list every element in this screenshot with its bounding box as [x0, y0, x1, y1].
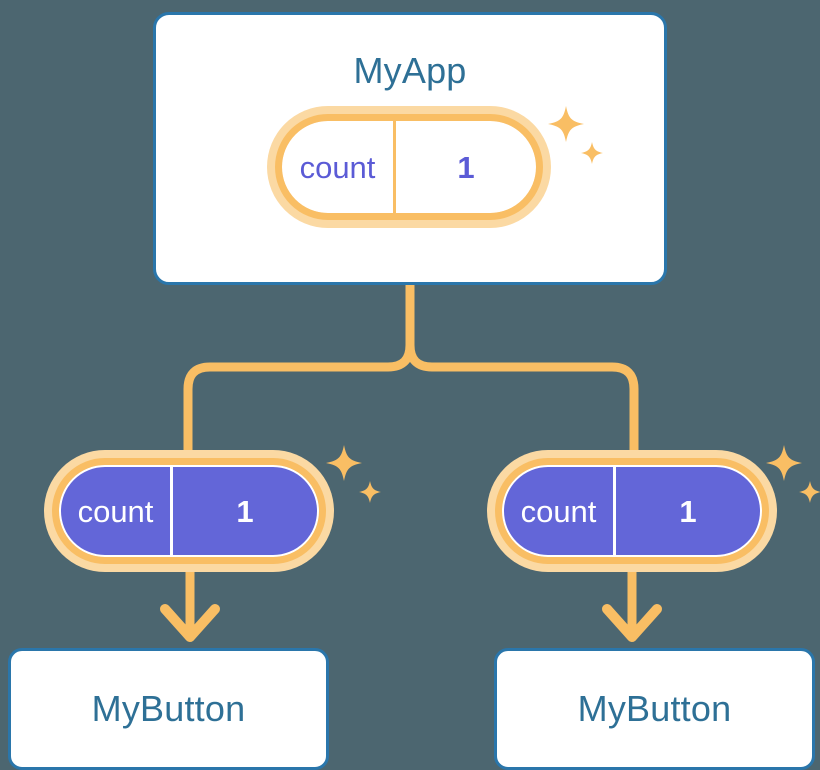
state-pill-ring: count 1	[52, 458, 326, 564]
state-pill-body: count 1	[59, 465, 319, 557]
tree-branch-connector-left	[183, 281, 415, 457]
state-pill-ring: count 1	[495, 458, 769, 564]
state-value-label: 1	[457, 149, 475, 185]
state-pill-ring: count 1	[275, 114, 543, 220]
state-pill-child-right[interactable]: count 1	[487, 450, 777, 572]
state-key-label: count	[61, 467, 173, 555]
component-box-mybutton-right[interactable]: MyButton	[494, 648, 815, 770]
component-box-mybutton-left[interactable]: MyButton	[8, 648, 329, 770]
state-key-label: count	[504, 467, 616, 555]
state-pill-body: count 1	[502, 465, 762, 557]
state-value-label: 1	[236, 493, 254, 529]
component-title-mybutton: MyButton	[91, 688, 246, 729]
state-pill-child-left[interactable]: count 1	[44, 450, 334, 572]
arrow-down-icon-right	[602, 567, 662, 642]
state-pill-body: count 1	[282, 121, 536, 213]
component-title-myapp: MyApp	[353, 50, 467, 91]
tree-branch-connector	[405, 281, 639, 457]
component-title-mybutton: MyButton	[577, 688, 732, 729]
state-pill-myapp[interactable]: count 1	[267, 106, 551, 228]
state-key-label: count	[282, 121, 396, 213]
state-value-label: 1	[679, 493, 697, 529]
arrow-down-icon-left	[160, 567, 220, 642]
